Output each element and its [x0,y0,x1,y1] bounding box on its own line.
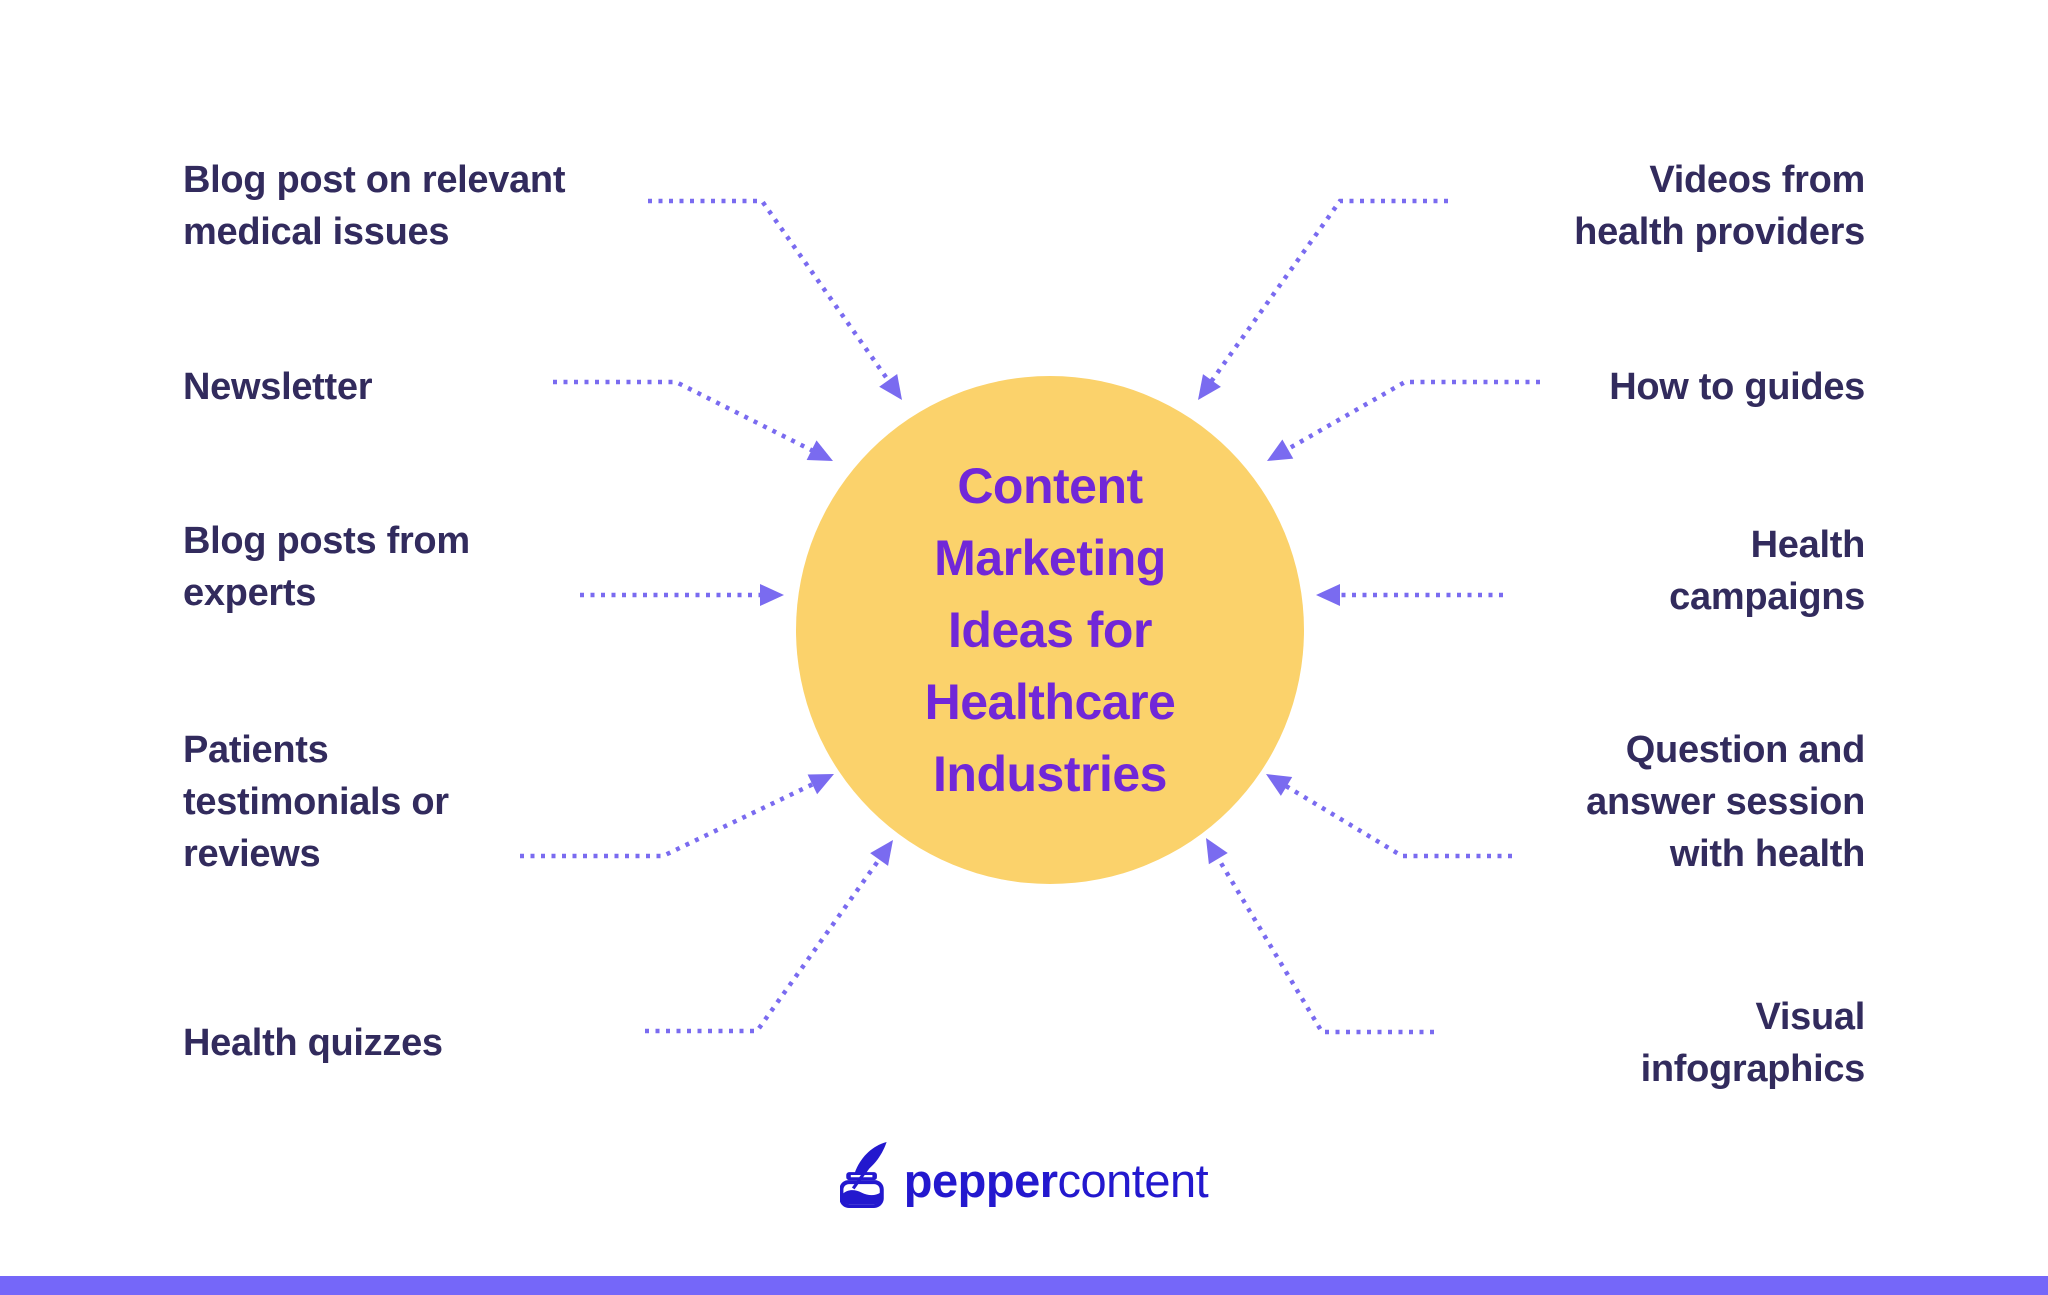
how-to-guides-arrow-line [1281,379,1540,455]
brand-wordmark-pepper: pepper [903,1154,1058,1207]
blog-post-arrow-head [879,374,902,400]
topic-line: Content [957,458,1143,514]
blog-post-arrow-line [648,198,894,387]
central-topic-title: Content Marketing Ideas for Healthcare I… [925,450,1176,810]
how-to-guides-arrow-head [1267,439,1294,461]
topic-line: Healthcare [924,674,1176,730]
visual-infographics-arrow-head [1206,838,1228,865]
left-item-newsletter: Newsletter [183,366,373,408]
newsletter-arrow-line [553,379,818,455]
topic-line: Marketing [934,530,1166,586]
health-quizzes-arrow-line [645,853,885,1034]
brand-wordmark: peppercontent [903,1154,1209,1208]
videos-arrow-line [1206,198,1448,387]
right-item-question-answer: Question and answer session with health [1586,729,1865,875]
right-item-visual-infographics: Visual infographics [1640,996,1866,1090]
question-answer-arrow-line [1280,781,1512,859]
visual-infographics-arrow-line [1213,852,1434,1035]
quill-inkwell-icon [839,1142,887,1208]
topic-line: Ideas for [948,602,1152,658]
newsletter-arrow-head [806,440,833,461]
right-item-how-to-guides: How to guides [1609,366,1865,408]
health-campaigns-arrow-head [1316,584,1340,606]
question-answer-arrow-head [1266,774,1293,796]
experts-arrow-head [760,584,784,606]
patients-arrow-head [807,774,834,795]
left-item-blog-post-medical: Blog post on relevant medical issues [183,159,566,253]
left-item-patient-testimonials: Patients testimonials or reviews [183,729,449,875]
patients-arrow-line [520,779,819,859]
topic-line: Industries [933,746,1167,802]
brand-wordmark-content: content [1057,1154,1209,1207]
right-item-health-campaigns: Health campaigns [1669,524,1865,618]
left-item-health-quizzes: Health quizzes [183,1022,443,1064]
footer-bar [0,1276,2048,1295]
left-item-blog-posts-experts: Blog posts from experts [183,520,470,614]
health-quizzes-arrow-head [870,840,893,866]
central-topic-circle: Content Marketing Ideas for Healthcare I… [796,376,1304,884]
right-item-videos-providers: Videos from health providers [1574,159,1865,253]
brand-logo: peppercontent [0,1128,2048,1208]
videos-arrow-head [1198,374,1221,400]
